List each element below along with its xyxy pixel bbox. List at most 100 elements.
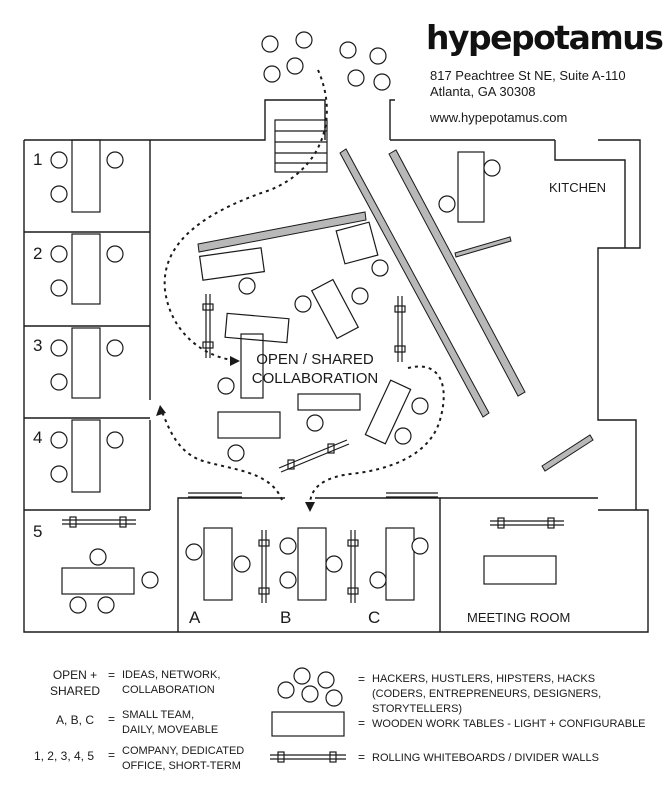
work-table [61,567,135,595]
person-circle [306,414,324,432]
team-wall [177,497,441,632]
person-circle [89,548,107,566]
whiteboard [62,516,136,528]
person-circle [233,555,251,573]
person-circle [50,339,68,357]
flow-path [161,411,283,501]
person-circle [373,73,391,91]
person-circle [227,444,245,462]
person-circle [286,57,304,75]
whiteboard [490,517,564,529]
office-4-label: 4 [33,428,43,447]
legend-value-offices: COMPANY, DEDICATED OFFICE, SHORT-TERM [122,745,245,772]
diagonal-wall [454,236,512,258]
flow-arrowhead [230,356,240,366]
person-circle [50,465,68,483]
outer-wall [24,99,326,141]
flow-arrowhead [156,405,166,416]
kitchen-label: KITCHEN [549,180,607,195]
person-circle [483,159,501,177]
legend-value-tables: WOODEN WORK TABLES - LIGHT + CONFIGURABL… [372,718,646,730]
team-b-label: B [280,608,292,627]
legend-equals: = [108,748,116,762]
open-shared-label: OPEN / SHARED COLLABORATION [251,351,379,387]
work-table [483,555,557,585]
legend-key-open-shared: OPEN + SHARED [49,668,100,698]
person-circle [279,571,297,589]
person-circle [263,65,281,83]
kitchen-wall [554,140,626,248]
work-table [297,527,327,601]
legend-equals: = [358,716,366,730]
legend-equals: = [108,712,116,726]
person-circle [339,41,357,59]
person-circle [50,185,68,203]
legend-value-teams: SMALL TEAM, DAILY, MOVEABLE [122,709,219,736]
person-circle [50,431,68,449]
work-table [198,247,266,281]
person-circle [369,47,387,65]
work-table [240,333,264,399]
whiteboard [347,530,359,603]
person-circle [261,35,279,53]
diagonal-wall [339,148,490,418]
work-table [224,312,290,344]
work-table [335,221,379,265]
legend-table-icon [271,711,345,737]
person-circle [106,151,124,169]
legend-whiteboard-icon [270,751,346,763]
office-5-label: 5 [33,522,43,541]
person-circle [50,245,68,263]
legend-value-whiteboards: ROLLING WHITEBOARDS / DIVIDER WALLS [372,752,599,764]
person-circle [279,537,297,555]
legend-key-offices: 1, 2, 3, 4, 5 [33,749,95,763]
legend-equals: = [108,668,116,682]
whiteboard [258,530,270,603]
work-table [310,278,360,340]
work-table [217,411,281,439]
person-circle [50,279,68,297]
person-circle [294,295,312,313]
person-circle [50,151,68,169]
person-circle [351,287,369,305]
legend-person-icon [301,685,319,703]
person-circle [106,245,124,263]
person-circle [50,373,68,391]
meeting-room-label: MEETING ROOM [467,610,571,625]
legend-person-icon [317,671,335,689]
address-line-1: 817 Peachtree St NE, Suite A-110 [430,68,626,83]
work-table [385,527,415,601]
person-circle [185,543,203,561]
work-table [364,379,412,445]
whiteboard [188,492,242,498]
work-table [297,393,361,411]
outer-wall [597,139,641,510]
team-c-label: C [368,608,381,627]
outer-wall [23,140,649,633]
outer-wall [389,99,395,140]
person-circle [371,259,389,277]
work-table [71,233,101,305]
work-table [457,151,485,223]
office-1-label: 1 [33,150,43,169]
office-2-label: 2 [33,244,43,263]
work-table [71,327,101,399]
person-circle [106,339,124,357]
logo: hypepotamus [426,18,664,57]
whiteboard [394,296,406,362]
work-table [71,139,101,213]
person-circle [106,431,124,449]
legend-person-icon [325,689,343,707]
legend-person-icon [293,667,311,685]
legend-person-icon [277,681,295,699]
flow-path [309,365,445,506]
person-circle [411,537,429,555]
person-circle [394,427,412,445]
person-circle [217,377,235,395]
whiteboard [386,492,438,498]
legend-equals: = [358,672,366,686]
website: www.hypepotamus.com [430,110,568,125]
whiteboard [202,294,214,358]
legend-equals: = [358,750,366,764]
